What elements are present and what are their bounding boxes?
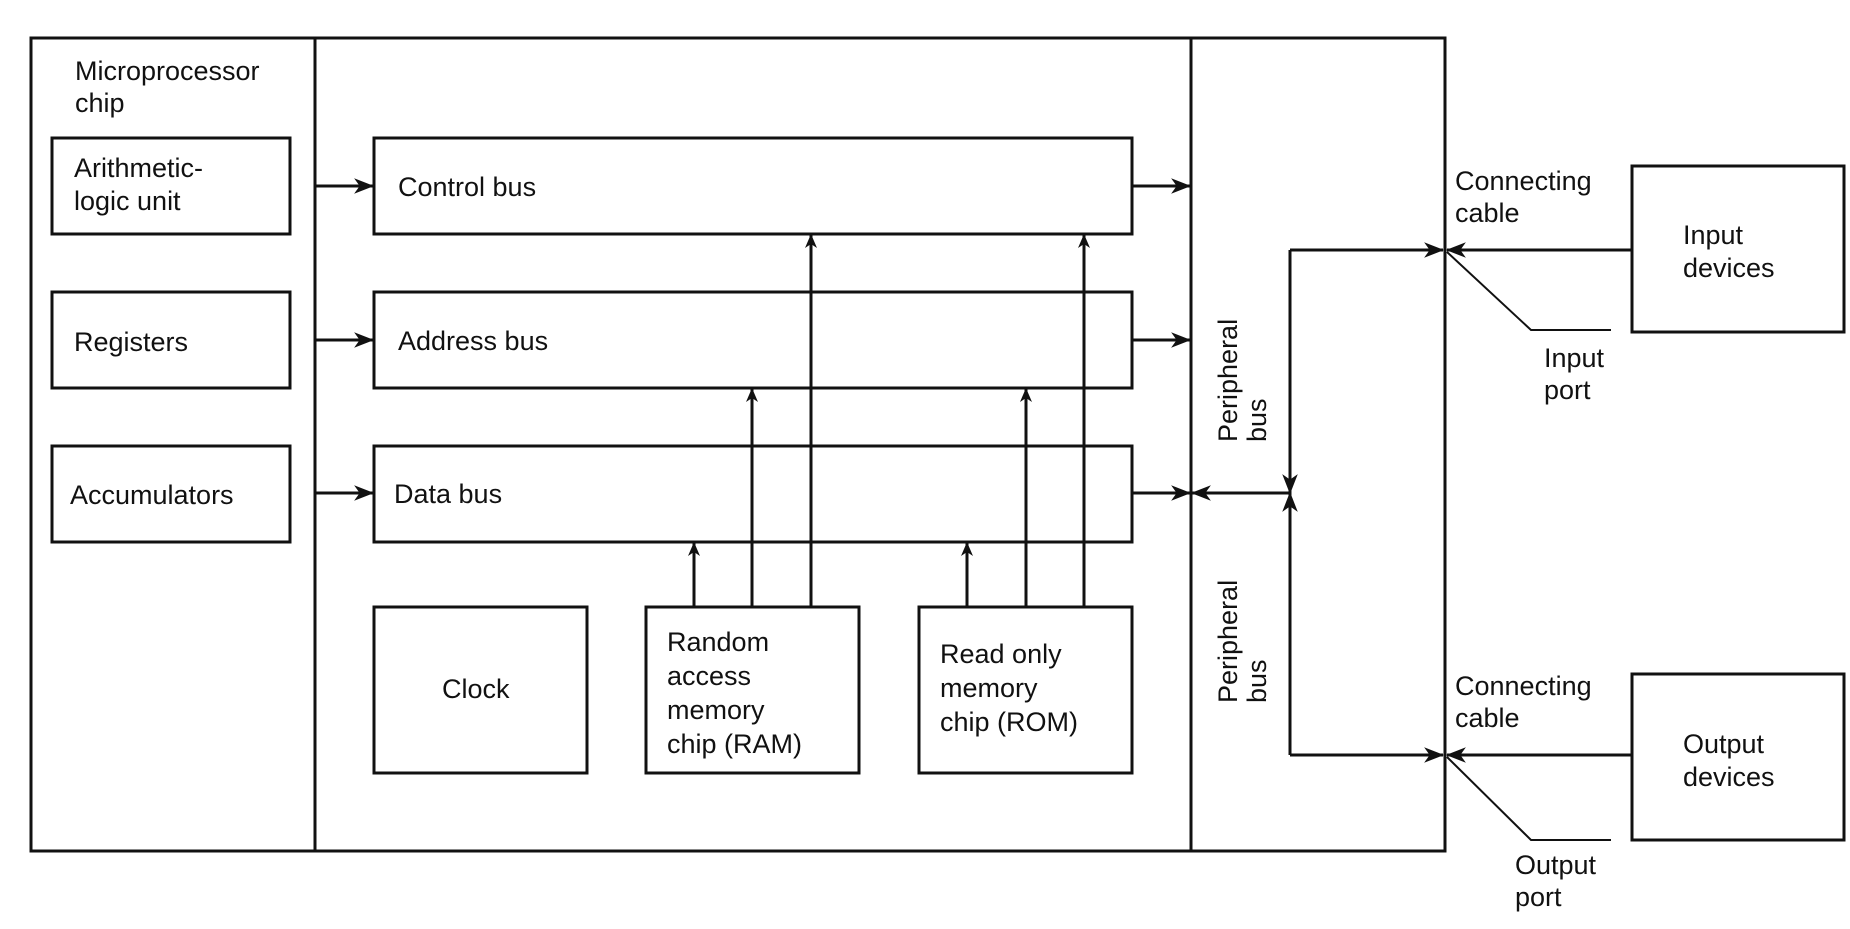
label-line: chip (RAM) xyxy=(667,729,802,759)
label-line: devices xyxy=(1683,253,1775,283)
label-line: memory xyxy=(667,695,765,725)
label-line: cable xyxy=(1455,703,1520,733)
ram-label: Random access memory chip (RAM) xyxy=(667,627,802,759)
control-bus-label: Control bus xyxy=(398,172,536,202)
label-line: Connecting xyxy=(1455,166,1592,196)
clock-label: Clock xyxy=(442,674,510,704)
label-line: chip (ROM) xyxy=(940,707,1078,737)
accumulators-label: Accumulators xyxy=(70,480,234,510)
label-line: Clock xyxy=(442,674,510,704)
registers-label: Registers xyxy=(74,327,188,357)
label-line: Registers xyxy=(74,327,188,357)
label-line: Microprocessor xyxy=(75,56,260,86)
data-bus-label: Data bus xyxy=(394,479,502,509)
label-line: Input xyxy=(1544,343,1605,373)
label-line: access xyxy=(667,661,751,691)
input-port-leader xyxy=(1446,251,1611,331)
label-line: logic unit xyxy=(74,186,181,216)
output-port-leader xyxy=(1446,756,1611,841)
label-line: port xyxy=(1544,375,1591,405)
rom-box xyxy=(917,605,1134,775)
accumulators-box xyxy=(50,444,292,544)
label-line: bus xyxy=(1242,659,1272,703)
label-line: cable xyxy=(1455,198,1520,228)
peripheral-bus-lower-label: Peripheralbus xyxy=(1213,580,1272,703)
output-devices-box xyxy=(1630,672,1846,842)
label-line: Input xyxy=(1683,220,1744,250)
label-line: Arithmetic- xyxy=(74,153,203,183)
label-line: Random xyxy=(667,627,769,657)
peripheral-bus-upper-label: Peripheralbus xyxy=(1213,319,1272,442)
label-line: Read only xyxy=(940,639,1062,669)
alu-box xyxy=(50,136,292,236)
label-line: Output xyxy=(1515,850,1597,880)
label-line: Connecting xyxy=(1455,671,1592,701)
clock-box xyxy=(372,605,589,775)
ram-box xyxy=(644,605,861,775)
label-line: port xyxy=(1515,882,1562,912)
label-line: memory xyxy=(940,673,1038,703)
label-line: devices xyxy=(1683,762,1775,792)
label-line: bus xyxy=(1242,398,1272,442)
rom-label: Read only memory chip (ROM) xyxy=(940,639,1078,737)
label-line: chip xyxy=(75,88,125,118)
system-frame xyxy=(29,36,1447,853)
address-bus-label: Address bus xyxy=(398,326,548,356)
alu-label: Arithmetic-logic unit xyxy=(74,153,203,216)
label-line: Accumulators xyxy=(70,480,234,510)
label-line: Peripheral xyxy=(1213,580,1243,703)
label-line: Peripheral xyxy=(1213,319,1243,442)
label-line: Output xyxy=(1683,729,1765,759)
registers-box xyxy=(50,290,292,390)
input-devices-box xyxy=(1630,164,1846,334)
